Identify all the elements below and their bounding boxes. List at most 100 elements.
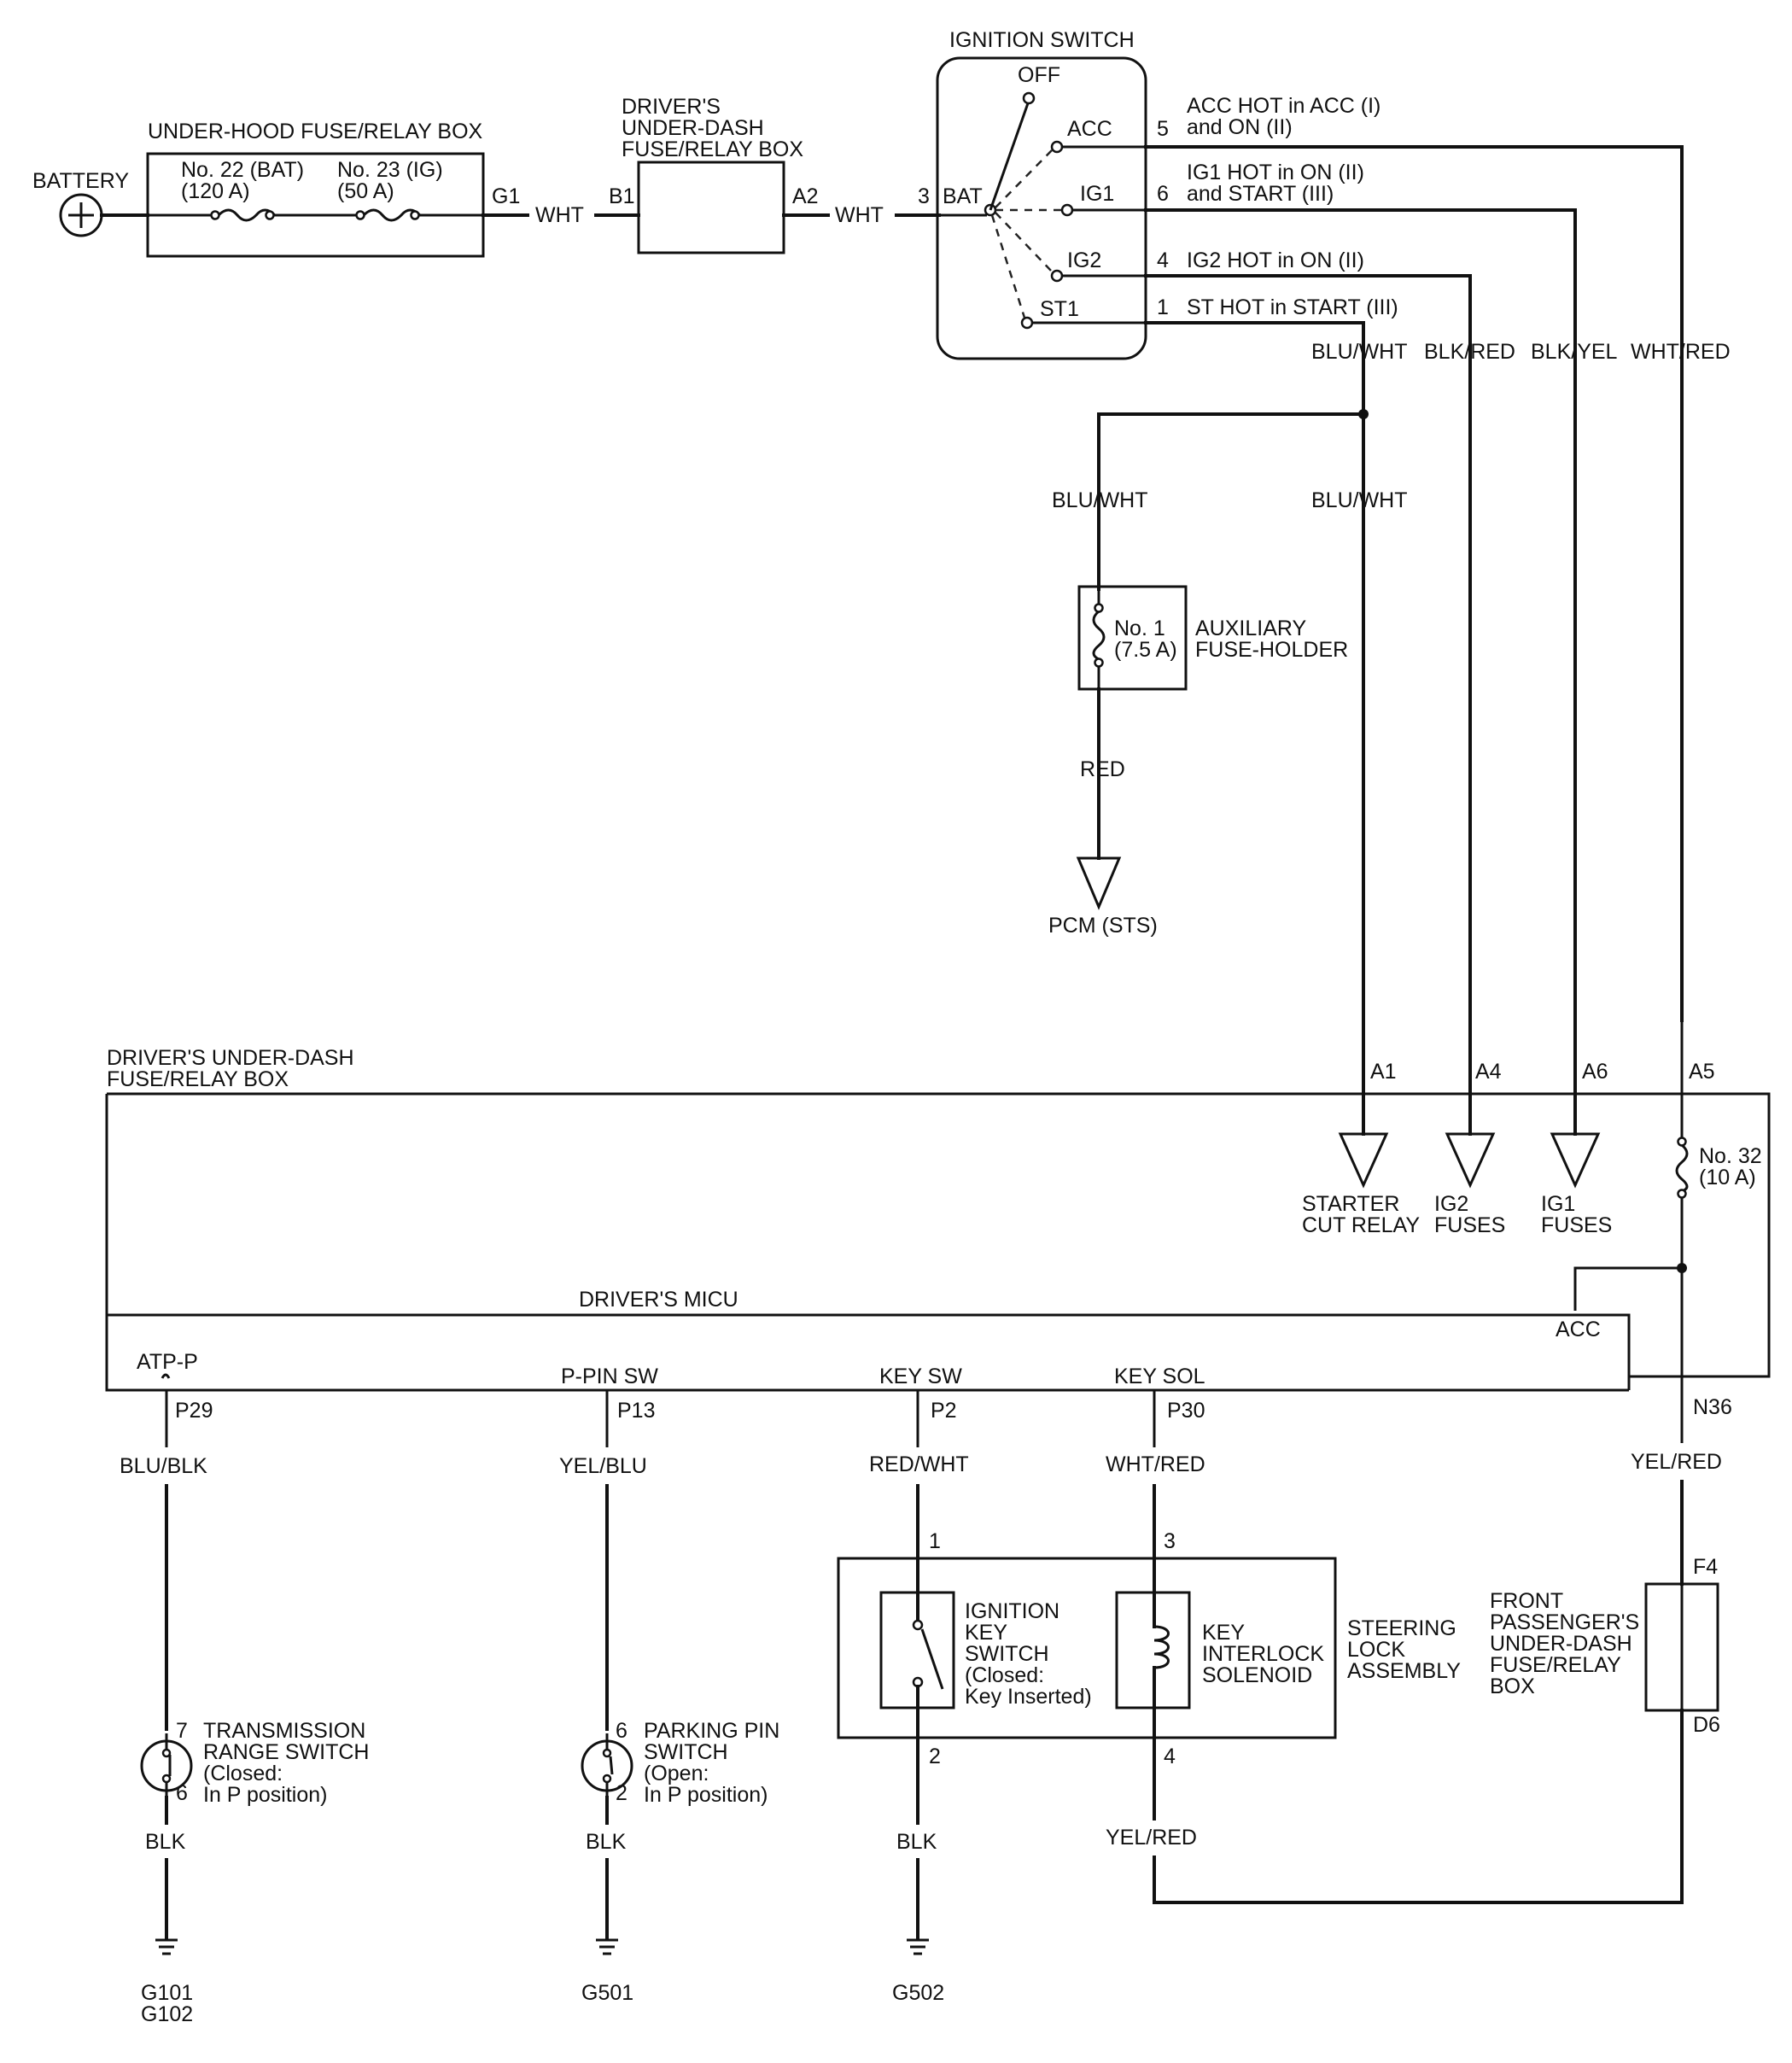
steering-label-3: ASSEMBLY <box>1347 1659 1461 1683</box>
ground-symbol-g501 <box>596 1938 618 1955</box>
solenoid-coil-icon <box>1153 1625 1170 1669</box>
wire-label-red-wht: RED/WHT <box>869 1452 969 1476</box>
trans-label-4: In P position) <box>203 1783 327 1807</box>
wire-acc-wht-red <box>1144 145 1684 1022</box>
battery-label: BATTERY <box>32 169 129 193</box>
micu-signal-atp: ATP-P <box>137 1350 198 1374</box>
ignition-pin-ig1: 6 <box>1157 182 1169 206</box>
steering-pin-3: 3 <box>1164 1529 1176 1553</box>
driver-box-main-title-2: FUSE/RELAY BOX <box>107 1067 289 1091</box>
wire-micu-acc <box>1573 1266 1682 1311</box>
trans-label-3: (Closed: <box>203 1762 283 1785</box>
steering-lock-assembly <box>837 1557 1337 1739</box>
wire-label-blk-3: BLK <box>896 1830 937 1854</box>
wire-label-wht-red-top: WHT/RED <box>1631 340 1731 364</box>
ground-g502: G502 <box>892 1981 944 2005</box>
wire-label-blk-red: BLK/RED <box>1424 340 1515 364</box>
wire-label-blu-blk: BLU/BLK <box>120 1454 207 1478</box>
fuse23-label: No. 23 (IG) <box>337 158 443 182</box>
pcm-arrow <box>1076 856 1122 910</box>
micu-pin-p30: P30 <box>1167 1399 1205 1423</box>
ignition-key-switch-contact <box>920 1628 944 1690</box>
acc-desc-2: and ON (II) <box>1187 115 1293 139</box>
front-pass-pin-f4: F4 <box>1693 1555 1718 1579</box>
key-sw-label-5: Key Inserted) <box>965 1685 1092 1709</box>
park-label-2: SWITCH <box>644 1740 728 1764</box>
sol-label-3: SOLENOID <box>1202 1663 1312 1687</box>
driver-box-top-pin-a2: A2 <box>792 184 819 208</box>
micu-signal-ppin: P-PIN SW <box>561 1365 658 1388</box>
park-label-4: In P position) <box>644 1783 768 1807</box>
micu-pin-p2: P2 <box>931 1399 957 1423</box>
micu-box <box>107 1313 1631 1390</box>
driver-underdash-box-top <box>637 161 785 254</box>
pcm-label: PCM (STS) <box>1048 914 1158 938</box>
starter-label-2: CUT RELAY <box>1302 1213 1420 1237</box>
fuse23-symbol <box>362 208 422 222</box>
front-pass-label-1: FRONT <box>1490 1589 1563 1613</box>
underhood-fuse-box <box>146 152 485 258</box>
key-sw-label-3: SWITCH <box>965 1642 1049 1666</box>
trans-pin-bot: 6 <box>176 1781 188 1805</box>
ignition-pin-acc: 5 <box>1157 117 1169 141</box>
trans-label-2: RANGE SWITCH <box>203 1740 369 1764</box>
front-pass-label-3: UNDER-DASH <box>1490 1632 1632 1656</box>
branch-label-right: BLU/WHT <box>1311 488 1408 512</box>
driver-box-main-title-1: DRIVER'S UNDER-DASH <box>107 1046 354 1070</box>
micu-pin-n36: N36 <box>1693 1395 1732 1419</box>
fuse32-label: No. 32 <box>1699 1144 1762 1168</box>
micu-pin-p29: P29 <box>175 1399 213 1423</box>
fuse22-rating: (120 A) <box>181 179 250 203</box>
ignition-pin-ig2: 4 <box>1157 248 1169 272</box>
sol-label-1: KEY <box>1202 1621 1245 1645</box>
ig2-fuses-arrow <box>1445 1132 1496 1189</box>
ignition-off: OFF <box>1018 63 1060 87</box>
aux-fuse-title-2: FUSE-HOLDER <box>1195 638 1348 662</box>
park-pin-bot: 2 <box>616 1781 627 1805</box>
ground-symbol-g101 <box>155 1938 178 1955</box>
driver-underdash-box-main <box>107 1092 1771 1378</box>
fuse32-symbol <box>1675 1143 1689 1193</box>
ground-g101: G101 <box>141 1981 193 2005</box>
pin-a1: A1 <box>1370 1060 1397 1084</box>
ignition-bat-pin: 3 <box>918 184 930 208</box>
micu-signal-keysol: KEY SOL <box>1114 1365 1205 1388</box>
aux-fuse-title-1: AUXILIARY <box>1195 617 1306 640</box>
aux-fuse-number: No. 1 <box>1114 617 1165 640</box>
steering-pin-1: 1 <box>929 1529 941 1553</box>
trans-pin-top: 7 <box>176 1719 188 1743</box>
driver-box-top-pin-b1: B1 <box>609 184 635 208</box>
driver-box-top-title-1: DRIVER'S <box>622 95 721 119</box>
battery-symbol <box>59 193 103 237</box>
park-label-3: (Open: <box>644 1762 709 1785</box>
micu-acc-label: ACC <box>1556 1318 1601 1341</box>
st1-desc: ST HOT in START (III) <box>1187 295 1398 319</box>
steering-pin-4: 4 <box>1164 1744 1176 1768</box>
wire-label-red: RED <box>1080 757 1125 781</box>
ground-g501: G501 <box>581 1981 633 2005</box>
wire-label-yel-red-n36: YEL/RED <box>1631 1450 1722 1474</box>
front-pass-label-4: FUSE/RELAY <box>1490 1653 1621 1677</box>
ignition-wiper <box>989 102 1030 211</box>
wire-yel-red-return <box>1153 1723 1684 1904</box>
wire-label-blk-2: BLK <box>586 1830 627 1854</box>
trans-label-1: TRANSMISSION <box>203 1719 365 1743</box>
driver-box-top-title-2: UNDER-DASH <box>622 116 764 140</box>
front-pass-pin-d6: D6 <box>1693 1713 1720 1737</box>
ig1-fuses-arrow <box>1550 1132 1601 1189</box>
wire-label-blk-yel: BLK/YEL <box>1531 340 1618 364</box>
ignition-ig2: IG2 <box>1067 248 1101 272</box>
wire-label-yel-red-sol: YEL/RED <box>1106 1826 1197 1850</box>
wire-wht-2: WHT <box>835 203 884 227</box>
park-label-1: PARKING PIN <box>644 1719 779 1743</box>
ignition-pin-st1: 1 <box>1157 295 1169 319</box>
underhood-pin-g1: G1 <box>492 184 520 208</box>
aux-fuse-holder <box>1077 585 1188 691</box>
wire-st1-blu-wht <box>1144 321 1365 1136</box>
front-pass-label-2: PASSENGER'S <box>1490 1610 1639 1634</box>
steering-label-2: LOCK <box>1347 1638 1405 1662</box>
pin-a6: A6 <box>1582 1060 1608 1084</box>
front-pass-label-5: BOX <box>1490 1674 1535 1698</box>
